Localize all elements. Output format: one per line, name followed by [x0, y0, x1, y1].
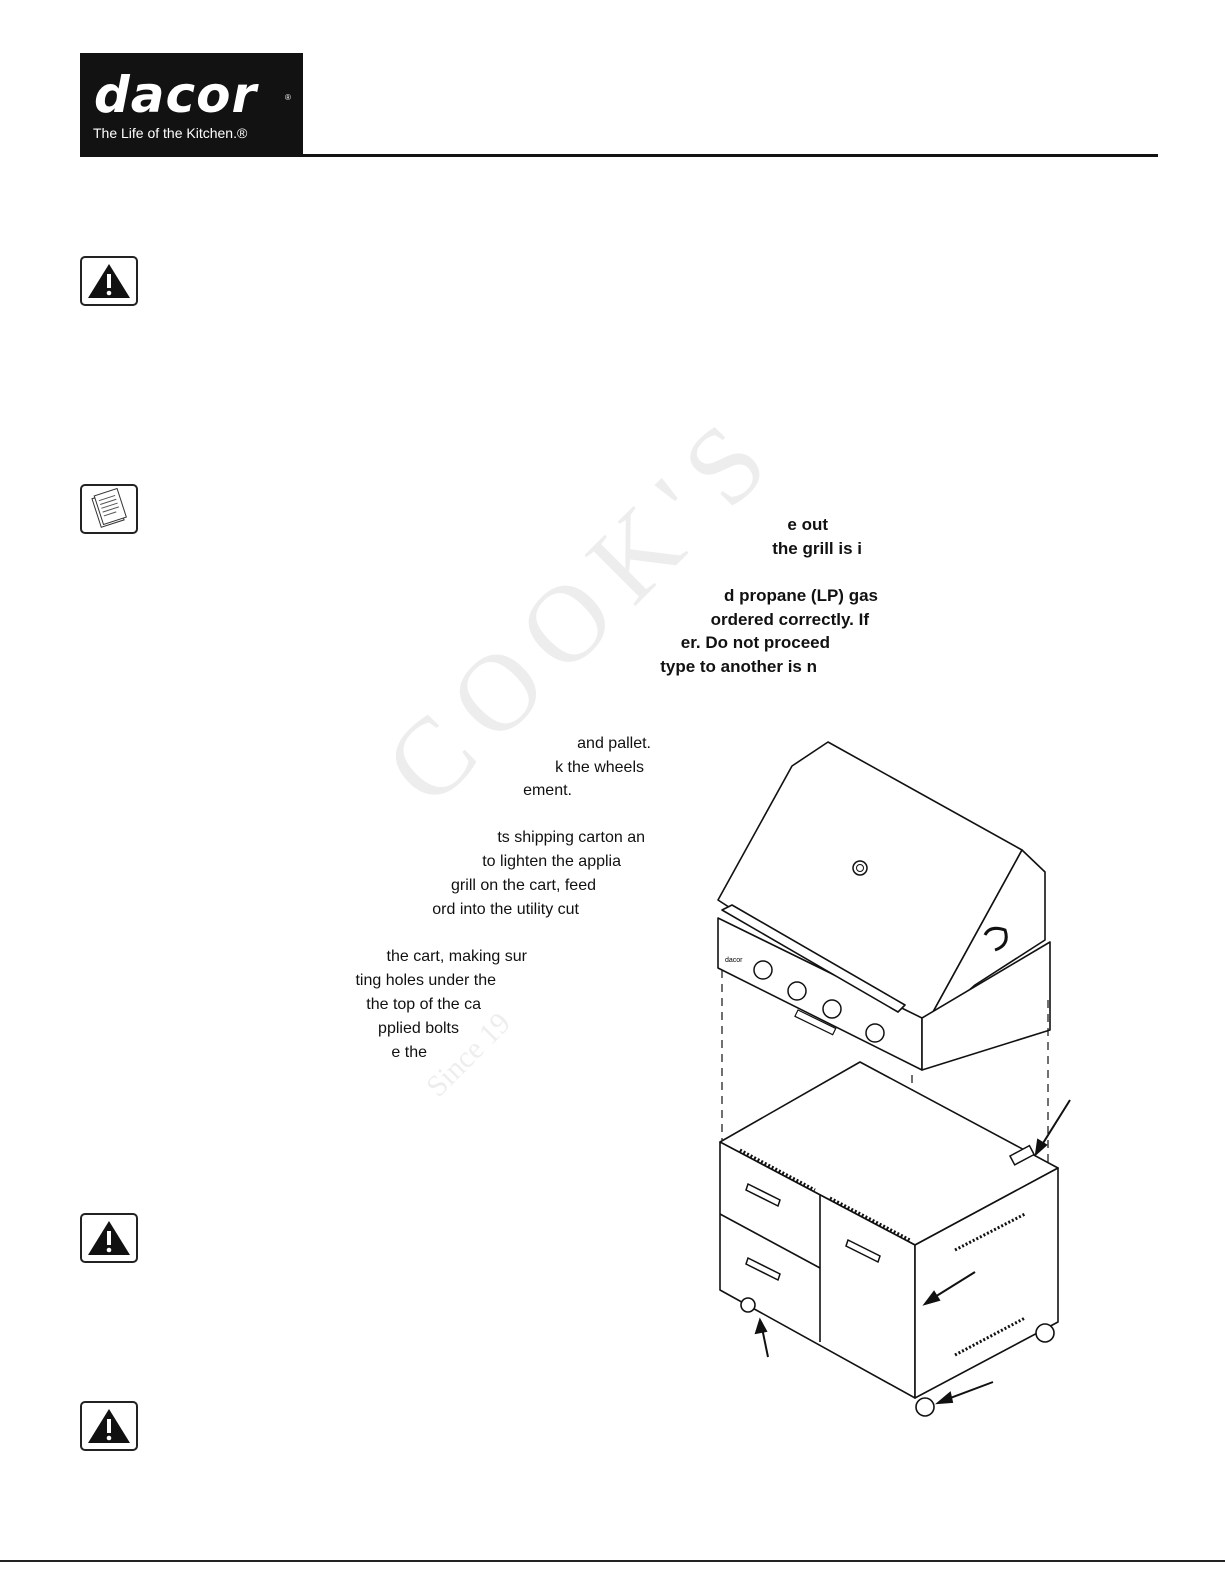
- caster-wheel-icon: [740, 1297, 756, 1313]
- caster-wheel-icon: [915, 1397, 935, 1417]
- step-fragment: ts shipping carton an: [497, 829, 645, 846]
- grill-body-side: [921, 941, 1051, 1071]
- control-knob-icon: [865, 1023, 885, 1043]
- header-rule: [303, 154, 1158, 157]
- svg-text:dacor: dacor: [725, 957, 743, 964]
- step-fragment: e the: [391, 1044, 427, 1061]
- notice-fragment: the grill is i: [772, 539, 862, 558]
- warning-triangle-icon: [80, 1401, 138, 1451]
- grill-hood-side: [921, 849, 1046, 1033]
- step-fragment: pplied bolts: [378, 1020, 459, 1037]
- control-knob-icon: [753, 960, 773, 980]
- dacor-logo: dacor ® The Life of the Kitchen.®: [80, 53, 303, 157]
- control-knob-icon: [822, 999, 842, 1019]
- hood-thermometer-icon: [852, 860, 868, 876]
- notice-fragment: type to another is n: [660, 657, 817, 676]
- step-fragment: and pallet.: [577, 735, 651, 752]
- step-fragment: the cart, making sur: [386, 948, 528, 965]
- caster-wheel-icon: [1035, 1323, 1055, 1343]
- logo-tagline: The Life of the Kitchen.®: [93, 125, 248, 141]
- grill-cart-illustration: dacor: [717, 741, 1071, 1417]
- step-fragment: the top of the ca: [366, 996, 481, 1013]
- step-fragment: ement.: [523, 782, 572, 799]
- document-pages-icon: [80, 484, 138, 534]
- logo-wordmark: dacor: [94, 66, 258, 124]
- step-fragment: to lighten the applia: [482, 853, 621, 870]
- step-fragment: ord into the utility cut: [432, 901, 579, 918]
- notice-fragment: er. Do not proceed: [680, 633, 830, 652]
- step-fragment: ting holes under the: [355, 972, 496, 989]
- warning-triangle-icon: [80, 1213, 138, 1263]
- utility-cutout: [1008, 1144, 1036, 1166]
- warning-triangle-icon: [80, 256, 138, 306]
- notice-fragment: ordered correctly. If: [710, 610, 869, 629]
- step-fragment: k the wheels: [555, 759, 644, 776]
- footer-rule: [0, 1560, 1225, 1562]
- logo-registered-mark: ®: [285, 93, 291, 102]
- notice-fragment: e out: [787, 515, 828, 534]
- notice-fragment: d propane (LP) gas: [724, 586, 878, 605]
- step-fragment: grill on the cart, feed: [451, 877, 596, 894]
- cart-side: [914, 1167, 1059, 1399]
- control-knob-icon: [787, 981, 807, 1001]
